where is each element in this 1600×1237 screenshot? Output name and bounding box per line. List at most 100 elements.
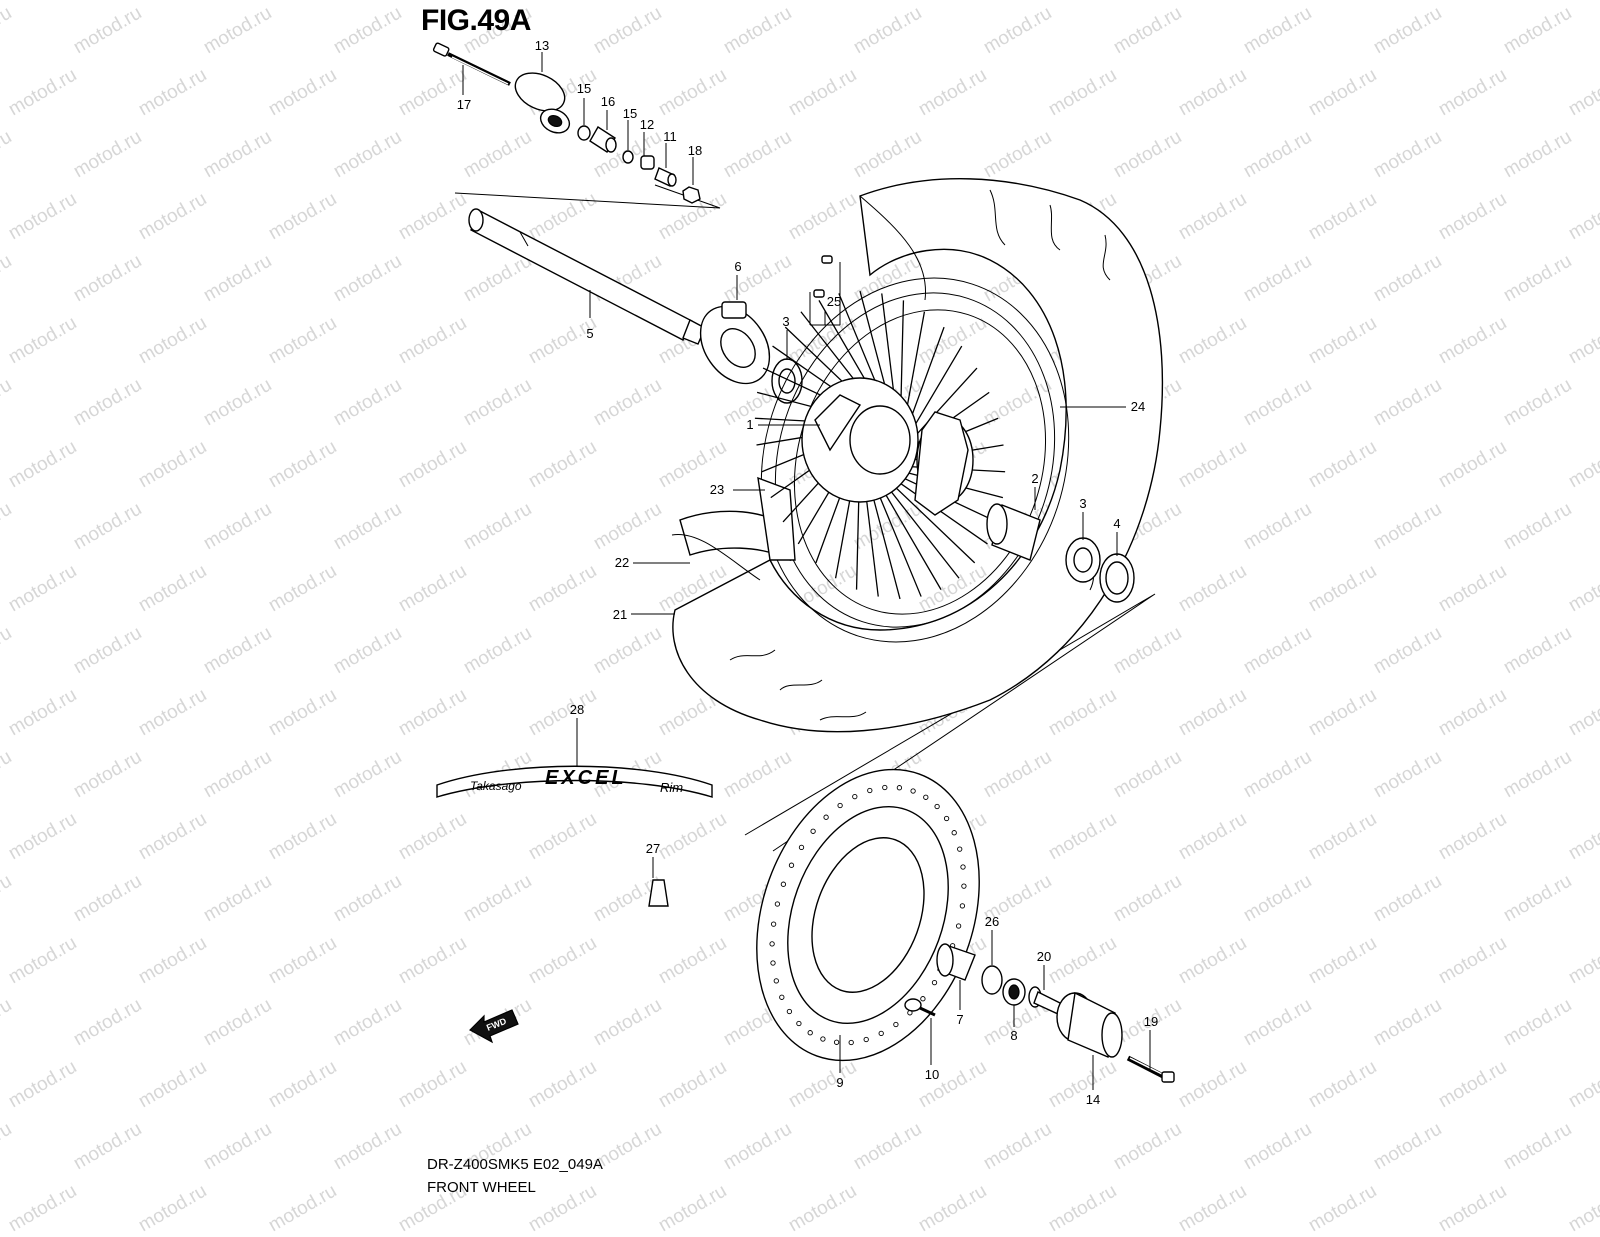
callout-1: 1 bbox=[746, 417, 753, 432]
brake-disc-hole bbox=[867, 787, 873, 794]
rim-decal-suffix: Rim bbox=[660, 780, 683, 795]
brake-disc-holes bbox=[769, 784, 967, 1046]
brake-disc-hole bbox=[955, 923, 962, 929]
callout-13: 13 bbox=[535, 38, 549, 53]
callout-5: 5 bbox=[586, 326, 593, 341]
callout-24: 24 bbox=[1131, 399, 1145, 414]
part-16-spacer bbox=[589, 126, 617, 153]
part-25-spoke-nipple-b bbox=[813, 289, 825, 298]
callout-15-b: 15 bbox=[623, 106, 637, 121]
brake-disc-hole bbox=[770, 921, 777, 927]
callout-19: 19 bbox=[1144, 1014, 1158, 1029]
wheel-spoke bbox=[882, 474, 976, 564]
brake-disc-hole bbox=[959, 903, 966, 909]
brake-disc-hole bbox=[960, 864, 966, 870]
part-2-hub-spacer bbox=[986, 503, 1041, 561]
callout-27: 27 bbox=[646, 841, 660, 856]
brake-disc-hole bbox=[779, 994, 785, 1000]
callout-28: 28 bbox=[570, 702, 584, 717]
part-19-bolt bbox=[1126, 1055, 1175, 1083]
brake-disc-hole bbox=[957, 846, 963, 852]
part-17-axle-bolt bbox=[432, 42, 511, 86]
part-14-axle-cap bbox=[1056, 991, 1123, 1058]
part-1-wheel-hub bbox=[801, 377, 974, 516]
brake-disc-hole bbox=[769, 941, 775, 947]
part-12-collar bbox=[640, 155, 655, 170]
callout-2: 2 bbox=[1031, 471, 1038, 486]
callout-10: 10 bbox=[925, 1067, 939, 1082]
part-28-rim-decal: Takasago EXCEL Rim bbox=[436, 765, 713, 798]
part-3-bearing-left bbox=[771, 358, 803, 404]
callout-9: 9 bbox=[836, 1075, 843, 1090]
part-11-spacer bbox=[654, 167, 677, 187]
callout-6: 6 bbox=[734, 259, 741, 274]
part-5-front-axle bbox=[468, 208, 706, 345]
part-13-axle-cap bbox=[514, 72, 571, 134]
callout-20: 20 bbox=[1037, 949, 1051, 964]
part-10-disc-bolt bbox=[904, 998, 936, 1017]
brake-disc-hole bbox=[910, 788, 916, 794]
figure-caption: FRONT WHEEL bbox=[427, 1179, 536, 1196]
brake-disc-hole bbox=[823, 814, 829, 820]
brake-disc-hole bbox=[943, 815, 950, 822]
front-wheel-exploded-diagram: Takasago EXCEL Rim bbox=[432, 38, 1175, 1107]
brake-disc-hole bbox=[770, 960, 776, 966]
brake-disc-hole bbox=[774, 901, 781, 907]
callout-17: 17 bbox=[457, 97, 471, 112]
brake-disc-hole bbox=[820, 1036, 826, 1042]
part-3-bearing-right bbox=[1065, 537, 1101, 583]
guide-line-top bbox=[454, 184, 721, 209]
callout-18: 18 bbox=[688, 143, 702, 158]
brake-disc-hole bbox=[796, 1020, 802, 1027]
brake-disc-hole bbox=[923, 794, 929, 800]
brake-disc-hole bbox=[833, 1039, 840, 1045]
part-18-nut bbox=[682, 186, 701, 204]
brake-disc-hole bbox=[773, 978, 779, 984]
callout-25: 25 bbox=[827, 294, 841, 309]
part-15-washer-b bbox=[622, 150, 634, 164]
part-23-rim-band bbox=[757, 476, 796, 561]
brake-disc-hole bbox=[852, 793, 858, 800]
brake-disc-hole bbox=[961, 883, 967, 889]
callout-16: 16 bbox=[601, 94, 615, 109]
brake-disc-hole bbox=[807, 1030, 813, 1036]
brake-disc-hole bbox=[810, 828, 816, 834]
brake-disc-hole bbox=[798, 844, 805, 851]
part-25-spoke-nipple-a bbox=[821, 255, 833, 264]
callout-23: 23 bbox=[710, 482, 724, 497]
callout-4: 4 bbox=[1113, 516, 1120, 531]
brake-disc-hole bbox=[786, 1008, 793, 1015]
part-9-brake-disc bbox=[756, 768, 980, 1062]
part-6-speedometer-gearbox bbox=[699, 301, 771, 385]
part-27-valve-cap bbox=[648, 879, 669, 907]
part-8-collar bbox=[1002, 978, 1026, 1006]
brake-disc-hole bbox=[920, 996, 926, 1002]
callout-14: 14 bbox=[1086, 1092, 1100, 1107]
brake-disc-hole bbox=[878, 1030, 884, 1037]
rim-decal-line: EXCEL bbox=[545, 767, 627, 789]
part-15-washer-a bbox=[577, 125, 591, 141]
callout-22: 22 bbox=[615, 555, 629, 570]
rim-decal-brand: Takasago bbox=[470, 779, 522, 793]
part-4-oil-seal bbox=[1099, 553, 1135, 603]
part-26-washer bbox=[981, 965, 1003, 995]
brake-disc-hole bbox=[837, 802, 843, 809]
callout-15-a: 15 bbox=[577, 81, 591, 96]
brake-disc-hole bbox=[951, 830, 957, 836]
callout-12: 12 bbox=[640, 117, 654, 132]
drawing-code: DR-Z400SMK5 E02_049A bbox=[427, 1156, 603, 1173]
brake-disc-hole bbox=[863, 1036, 869, 1043]
brake-disc-hole bbox=[893, 1021, 899, 1028]
brake-disc-hole bbox=[931, 979, 938, 986]
brake-disc-hole bbox=[788, 862, 795, 868]
brake-disc-hole bbox=[780, 881, 787, 887]
callout-26: 26 bbox=[985, 914, 999, 929]
callout-3-b: 3 bbox=[1079, 496, 1086, 511]
brake-disc-hole bbox=[934, 803, 940, 810]
leader-lines bbox=[462, 52, 1151, 1090]
brake-disc-hole bbox=[896, 785, 903, 791]
callout-3-a: 3 bbox=[782, 314, 789, 329]
callout-11: 11 bbox=[663, 129, 677, 144]
brake-disc-hole bbox=[848, 1039, 854, 1046]
